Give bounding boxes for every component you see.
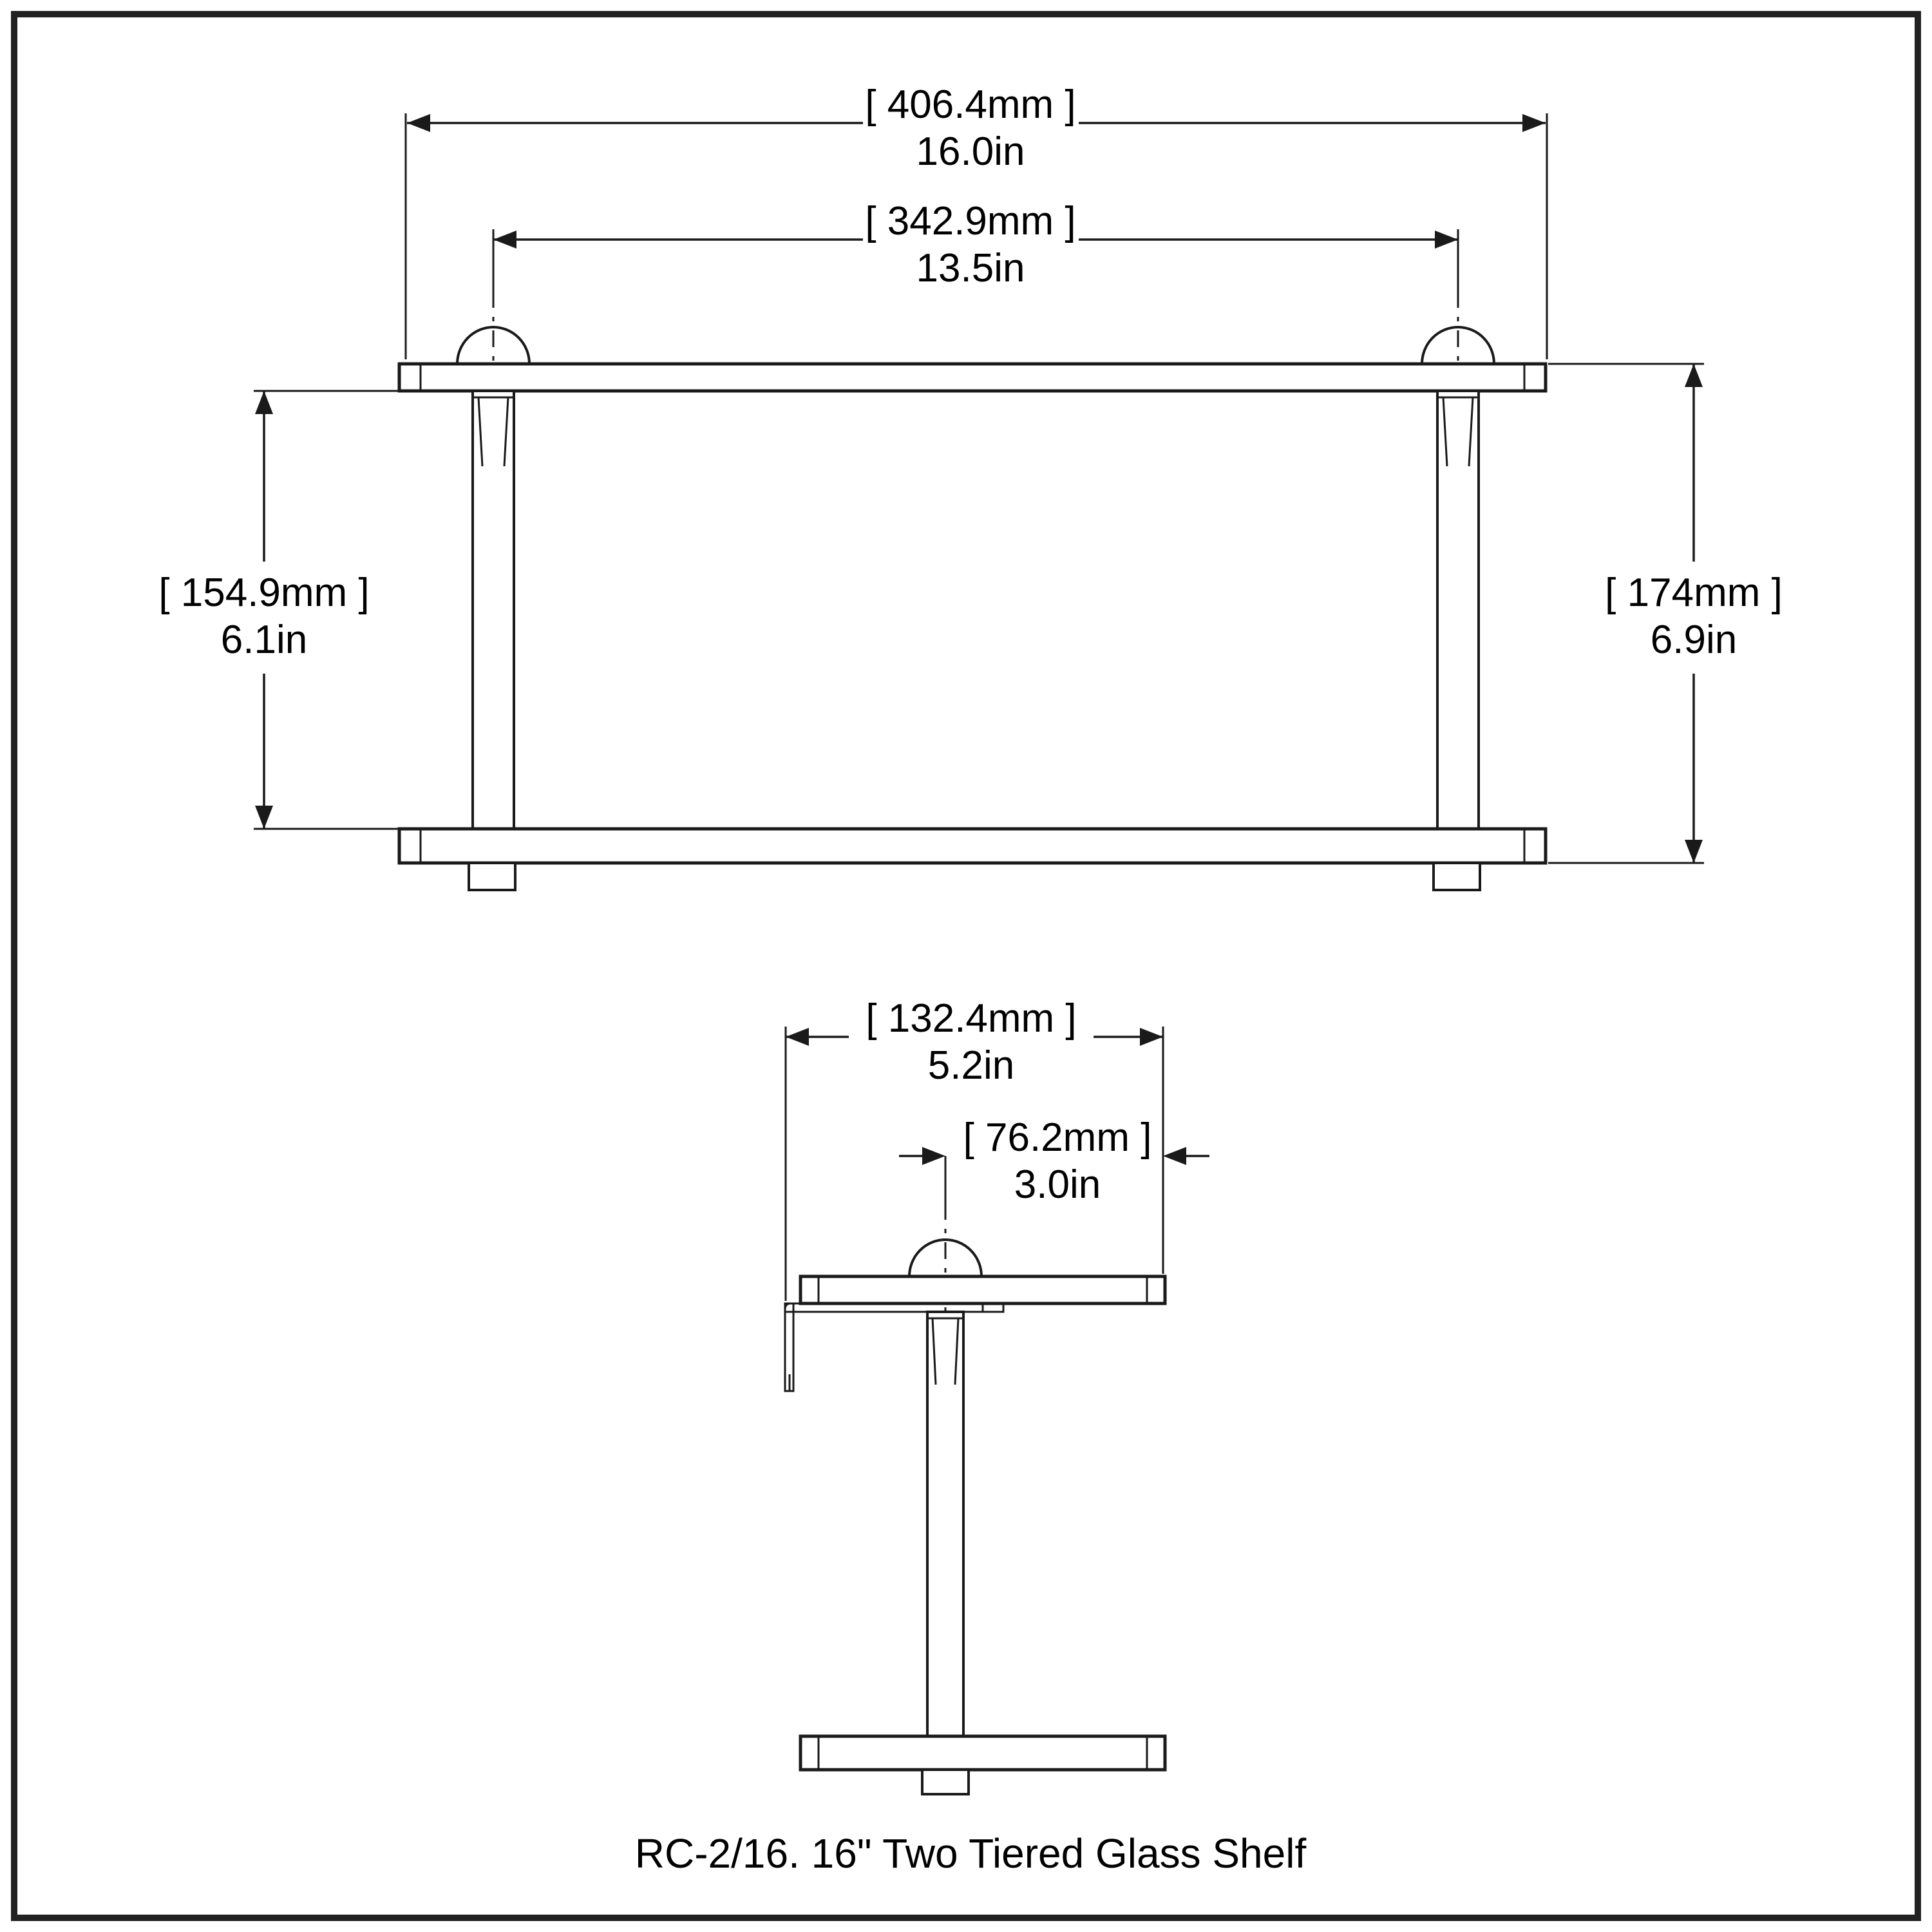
front-view: [ 406.4mm ] 16.0in [ 342.9mm ] 13.5in xyxy=(158,82,1783,891)
left-post-taper xyxy=(503,397,509,467)
right-post-dome xyxy=(1421,326,1495,365)
arrowhead-right xyxy=(1435,231,1458,249)
foot-side xyxy=(921,1768,970,1795)
dim-post-setback: [ 76.2mm ] 3.0in xyxy=(899,1115,1209,1325)
bottom-glass-shelf-side xyxy=(799,1734,1167,1772)
dim-label-in: 16.0in xyxy=(916,129,1025,174)
post-side xyxy=(926,1311,965,1738)
arrowhead-left xyxy=(786,1028,809,1046)
dim-label-mm: [ 342.9mm ] xyxy=(865,199,1075,243)
drawing-caption: RC-2/16. 16" Two Tiered Glass Shelf xyxy=(635,1830,1307,1877)
arrowhead-right xyxy=(922,1147,945,1165)
dim-overall-height: [ 174mm ] 6.9in xyxy=(1548,363,1783,864)
right-post-taper xyxy=(1442,397,1448,467)
arrowhead-up xyxy=(1685,364,1703,387)
dim-label-mm: [ 132.4mm ] xyxy=(866,996,1076,1041)
arrowhead-up xyxy=(255,391,273,414)
dim-label-in: 13.5in xyxy=(916,246,1025,290)
left-post xyxy=(471,390,515,830)
arrowhead-down xyxy=(255,806,273,829)
side-view: [ 132.4mm ] 5.2in [ 76.2mm ] 3.0in xyxy=(784,996,1209,1795)
top-glass-shelf xyxy=(397,362,1548,393)
arrowhead-down xyxy=(1685,840,1703,863)
dim-label-mm: [ 174mm ] xyxy=(1605,571,1783,615)
post-taper-side xyxy=(931,1318,937,1385)
dim-label-in: 5.2in xyxy=(928,1043,1014,1088)
dim-label-in: 6.9in xyxy=(1651,618,1737,662)
top-glass-shelf-side xyxy=(799,1274,1167,1305)
border-frame xyxy=(11,11,1921,1921)
arrowhead-right xyxy=(1522,114,1546,132)
left-post-dome xyxy=(456,326,531,365)
bottom-glass-shelf xyxy=(397,827,1548,865)
right-post-taper xyxy=(1468,397,1474,467)
post-taper-side xyxy=(954,1318,960,1385)
arrowhead-left xyxy=(1163,1147,1186,1165)
dim-overall-width: [ 406.4mm ] 16.0in xyxy=(404,82,1548,359)
right-post xyxy=(1436,390,1480,830)
dim-shelf-clearance: [ 154.9mm ] 6.1in xyxy=(158,390,402,830)
dim-label-mm: [ 406.4mm ] xyxy=(865,82,1075,127)
arrowhead-left xyxy=(493,231,516,249)
left-foot xyxy=(468,862,516,891)
dim-label-mm: [ 154.9mm ] xyxy=(158,571,369,615)
post-dome-side xyxy=(908,1238,983,1277)
arrowhead-left xyxy=(407,114,430,132)
wall-bracket-hook xyxy=(784,1302,795,1392)
left-post-taper xyxy=(477,397,484,467)
arrowhead-right xyxy=(1140,1028,1163,1046)
dim-post-spacing: [ 342.9mm ] 13.5in xyxy=(492,199,1459,426)
dim-label-mm: [ 76.2mm ] xyxy=(963,1115,1152,1160)
dim-label-in: 6.1in xyxy=(221,618,307,662)
dim-label-in: 3.0in xyxy=(1014,1162,1101,1207)
right-foot xyxy=(1432,862,1481,891)
dim-overall-depth: [ 132.4mm ] 5.2in xyxy=(784,996,1164,1301)
